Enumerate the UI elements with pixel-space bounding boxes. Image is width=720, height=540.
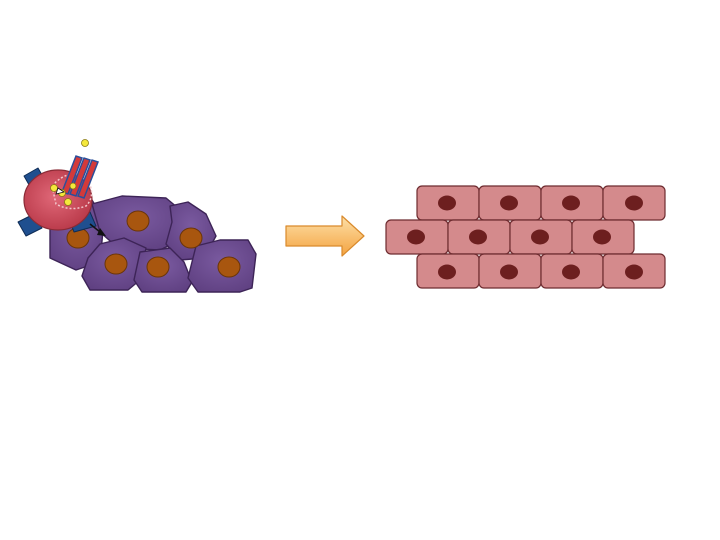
pink-cell-nucleus <box>500 195 518 211</box>
pink-cell-nucleus <box>562 264 580 280</box>
pink-cell-nucleus <box>469 229 487 245</box>
purple-cell-nucleus <box>179 227 203 249</box>
purple-cell-nucleus <box>146 256 170 278</box>
dividing-cell-icon <box>17 139 106 237</box>
signal-arrow-icon <box>89 223 101 233</box>
pink-cell-nucleus <box>625 195 643 211</box>
strand-bundle <box>61 155 99 199</box>
pink-cell-nucleus <box>593 229 611 245</box>
dividing-cell-inner <box>51 173 93 210</box>
purple-cell-nucleus <box>217 256 241 278</box>
purple-cell-cluster <box>49 195 257 293</box>
signal-arrow-head <box>97 228 106 236</box>
yellow-particle <box>81 139 89 147</box>
pink-cell-nucleus <box>500 264 518 280</box>
yellow-particle <box>64 198 72 206</box>
pink-cell-nucleus <box>531 229 549 245</box>
pink-cell-nucleus <box>407 229 425 245</box>
yellow-particle <box>50 184 58 192</box>
pink-cell-sheet <box>385 185 666 289</box>
pink-cell-nucleus <box>438 264 456 280</box>
pink-cell-nucleus <box>438 195 456 211</box>
pink-cell-nucleus <box>625 264 643 280</box>
yellow-particle <box>69 182 77 190</box>
signal-arrow-head <box>55 187 65 195</box>
right-arrow-icon <box>285 215 365 257</box>
purple-cell-nucleus <box>104 253 128 275</box>
pink-cell-nucleus <box>562 195 580 211</box>
purple-cell-nucleus <box>126 210 150 232</box>
